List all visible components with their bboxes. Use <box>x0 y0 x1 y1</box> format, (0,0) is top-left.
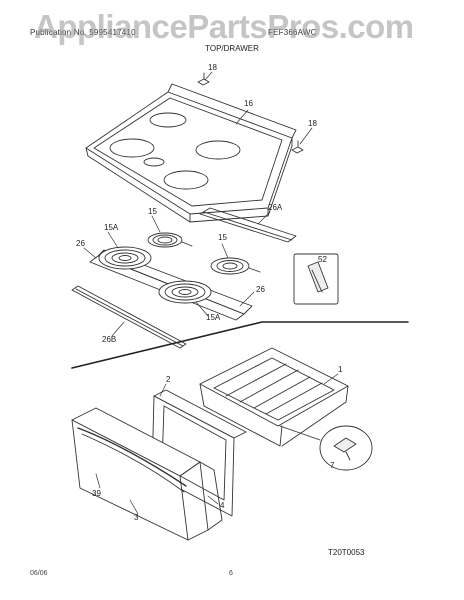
callout-52: 52 <box>318 255 327 264</box>
diagram-code: T20T0053 <box>328 548 365 557</box>
drawer-front-panel-part <box>71 407 223 541</box>
callout-1: 1 <box>338 365 343 374</box>
callout-15a-left: 15A <box>104 223 119 232</box>
drawer-body-part <box>199 347 349 447</box>
callout-7: 7 <box>330 461 335 470</box>
burner-element-part <box>210 257 261 275</box>
callout-15-top: 15 <box>148 207 157 216</box>
inset-52-frame <box>293 253 339 305</box>
callout-18-top: 18 <box>208 63 217 72</box>
callout-26b: 26B <box>102 335 116 344</box>
callout-39: 39 <box>92 489 101 498</box>
screw-part <box>197 72 210 86</box>
section-title: TOP/DRAWER <box>205 44 259 53</box>
cooktop-glass-part <box>85 83 297 223</box>
trim-strip-26b-part <box>71 285 187 349</box>
burner-element-part <box>147 232 193 248</box>
callout-15-right: 15 <box>218 233 227 242</box>
drawer-handle-part <box>77 427 187 493</box>
callout-4: 4 <box>220 501 225 510</box>
callout-15a-bottom: 15A <box>206 313 221 322</box>
callout-26-left: 26 <box>76 239 85 248</box>
model-number: FEF366AWC <box>268 28 317 37</box>
watermark-logo: AppliancePartsPros.com <box>34 8 414 45</box>
callout-18-right: 18 <box>308 119 317 128</box>
callout-26-right: 26 <box>256 285 265 294</box>
burner-element-part <box>158 280 212 304</box>
burner-element-part <box>98 246 152 270</box>
inset-7-frame <box>279 425 373 471</box>
callout-26a: 26A <box>268 203 283 212</box>
footer-date: 06/06 <box>30 570 48 577</box>
footer-page-number: 6 <box>229 570 233 577</box>
bracket-26a-part <box>199 207 297 243</box>
screw-part <box>291 140 304 154</box>
callout-3: 3 <box>134 513 139 522</box>
callout-16: 16 <box>244 99 253 108</box>
callout-2: 2 <box>166 375 171 384</box>
publication-number: Publication No. 5995417410 <box>30 28 136 37</box>
